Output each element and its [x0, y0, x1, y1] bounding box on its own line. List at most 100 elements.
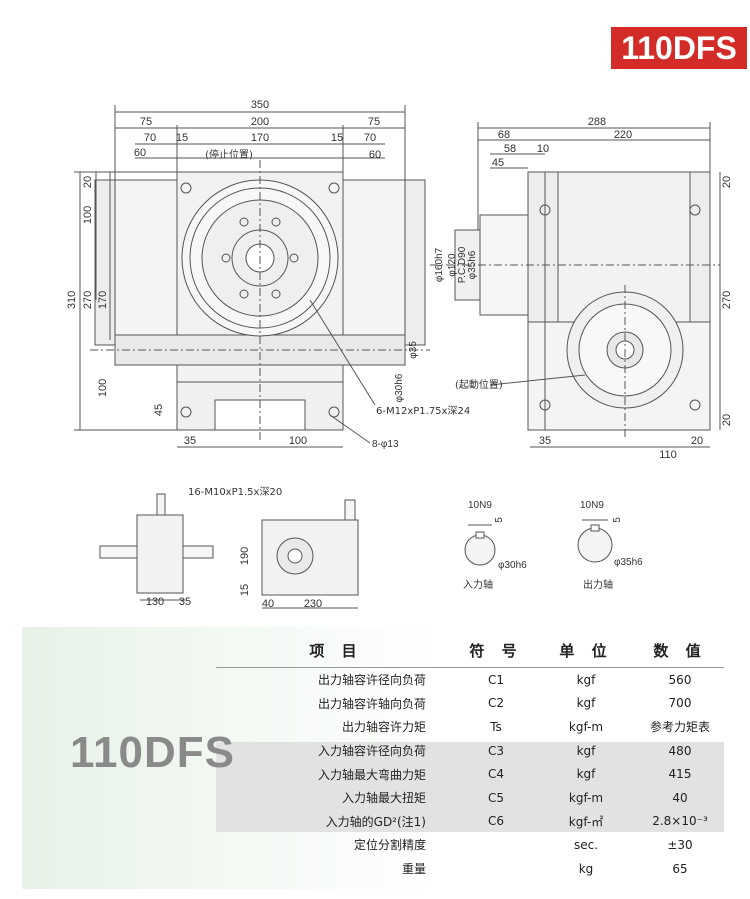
row-unit: kg: [578, 861, 594, 876]
dim-15-small: 15: [239, 584, 251, 596]
row-value: 参考力矩表: [649, 720, 710, 735]
spec-table: 项 目 符 号 单 位 数 值 出力轴容许径向负荷 C1 kgf 560 出力轴…: [216, 633, 724, 880]
dim-270: 270: [82, 291, 94, 309]
input-key-width: 10N9: [468, 500, 492, 511]
row-value: 40: [672, 790, 688, 805]
technical-drawing: 350 75 200 75 70 15 170 15 70 60 (停止位置) …: [66, 99, 733, 610]
row-symbol: C6: [487, 814, 504, 829]
dim-phi160h7: φ160h7: [434, 247, 445, 282]
row-item: 入力轴的GD²(注1): [325, 814, 426, 829]
dim-58: 58: [504, 143, 516, 155]
output-shaft-dia: φ35h6: [614, 557, 643, 568]
dim-350: 350: [251, 99, 269, 111]
dim-60-left: 60: [134, 147, 146, 159]
dim-20: 20: [82, 176, 94, 188]
table-row: 重量 kg 65: [216, 857, 724, 881]
model-badge: 110DFS: [611, 27, 747, 69]
table-row: 入力轴的GD²(注1) C6 kgf-㎡ 2.8×10⁻³: [216, 810, 724, 834]
dim-68: 68: [498, 129, 510, 141]
table-row: 出力轴容许轴向负荷 C2 kgf 700: [216, 692, 724, 716]
dim-phi120: φ120: [447, 253, 458, 277]
shaft-sections: 10N9 5 φ30h6 入力轴 10N9 5 φ35h6 出力轴: [463, 500, 643, 591]
dim-70-left: 70: [144, 132, 156, 144]
dim-200: 200: [251, 116, 269, 128]
dim-110: 110: [659, 449, 677, 461]
front-view: 350 75 200 75 70 15 170 15 70 60 (停止位置) …: [66, 99, 470, 450]
dim-75-right: 75: [368, 116, 380, 128]
dim-60-right: 60: [369, 149, 381, 161]
row-item: 入力轴容许径向负荷: [317, 744, 426, 759]
row-symbol: C2: [487, 696, 504, 711]
table-row: 出力轴容许力矩 Ts kgf-m 参考力矩表: [216, 715, 724, 739]
row-item: 入力轴最大弯曲力矩: [317, 767, 426, 782]
dim-pcd90: P.C.D90: [457, 246, 468, 283]
dim-35-small: 35: [179, 596, 191, 608]
dim-20-top: 20: [721, 176, 733, 188]
row-value: 560: [668, 672, 692, 687]
row-unit: kgf-m: [568, 719, 604, 734]
start-position-label: (起動位置): [455, 378, 503, 391]
spec-header-row: 项 目 符 号 单 位 数 值: [216, 633, 724, 668]
dim-45: 45: [153, 404, 165, 416]
row-value: 480: [668, 743, 692, 758]
stop-position-label: (停止位置): [205, 148, 253, 161]
row-item: 入力轴最大扭矩: [341, 791, 426, 806]
dim-40: 40: [262, 598, 274, 610]
header-symbol: 符 号: [456, 633, 536, 668]
header-unit: 单 位: [536, 633, 636, 668]
row-symbol: C1: [487, 672, 504, 687]
row-value: 2.8×10⁻³: [652, 814, 708, 829]
dim-15-left: 15: [176, 132, 188, 144]
dim-phi35: φ35: [408, 341, 419, 359]
tap-note-small: 16-M10xP1.5x深20: [188, 486, 282, 498]
dim-130: 130: [146, 596, 164, 608]
row-unit: sec.: [573, 837, 599, 852]
row-value: 415: [668, 767, 692, 782]
spec-model-name: 110DFS: [70, 728, 235, 777]
row-item: 重量: [401, 862, 426, 877]
dim-phi35h6: φ35h6: [467, 250, 478, 279]
output-shaft-label: 出力轴: [583, 578, 613, 591]
dim-45-side: 45: [492, 157, 504, 169]
dim-20-bottom: 20: [721, 414, 733, 426]
dim-288: 288: [588, 116, 606, 128]
dim-70-right: 70: [364, 132, 376, 144]
dim-15-right: 15: [331, 132, 343, 144]
input-shaft-dia: φ30h6: [498, 560, 527, 571]
row-value: 65: [672, 861, 688, 876]
dim-190: 190: [239, 547, 251, 565]
row-symbol: C3: [487, 743, 504, 758]
row-unit: kgf: [576, 743, 596, 758]
row-unit: kgf: [576, 696, 596, 711]
side-view: 288 68 220 58 10 45 20 270 20 φ160h7 φ12…: [430, 116, 733, 461]
dim-100-base: 100: [289, 435, 307, 447]
input-key-depth: 5: [494, 517, 505, 523]
row-item: 出力轴容许轴向负荷: [317, 696, 426, 711]
row-unit: kgf-㎡: [568, 814, 604, 829]
input-shaft-label: 入力轴: [463, 578, 493, 591]
table-row: 入力轴最大弯曲力矩 C4 kgf 415: [216, 762, 724, 786]
dim-35-base: 35: [184, 435, 196, 447]
dim-35-side: 35: [539, 435, 551, 447]
row-unit: kgf-m: [568, 790, 604, 805]
dim-310: 310: [66, 291, 78, 309]
table-row: 出力轴容许径向负荷 C1 kgf 560: [216, 668, 724, 692]
dim-170-vertical: 170: [97, 291, 109, 309]
holes-note: 8-φ13: [372, 439, 399, 450]
dim-100-top: 100: [82, 206, 94, 224]
row-symbol: C5: [487, 790, 504, 805]
dim-75-left: 75: [140, 116, 152, 128]
dim-270-side: 270: [721, 291, 733, 309]
dim-100-bottom: 100: [97, 379, 109, 397]
output-key-depth: 5: [612, 517, 623, 523]
dim-230: 230: [304, 598, 322, 610]
row-value: ±30: [667, 837, 693, 852]
dim-10: 10: [537, 143, 549, 155]
dim-170: 170: [251, 132, 269, 144]
row-item: 定位分割精度: [353, 838, 426, 853]
dim-phi30h6: φ30h6: [394, 373, 405, 402]
row-symbol: C4: [487, 767, 504, 782]
dim-20-side-bottom: 20: [691, 435, 703, 447]
table-row: 入力轴最大扭矩 C5 kgf-m 40: [216, 786, 724, 810]
input-shaft-band: [216, 742, 724, 832]
